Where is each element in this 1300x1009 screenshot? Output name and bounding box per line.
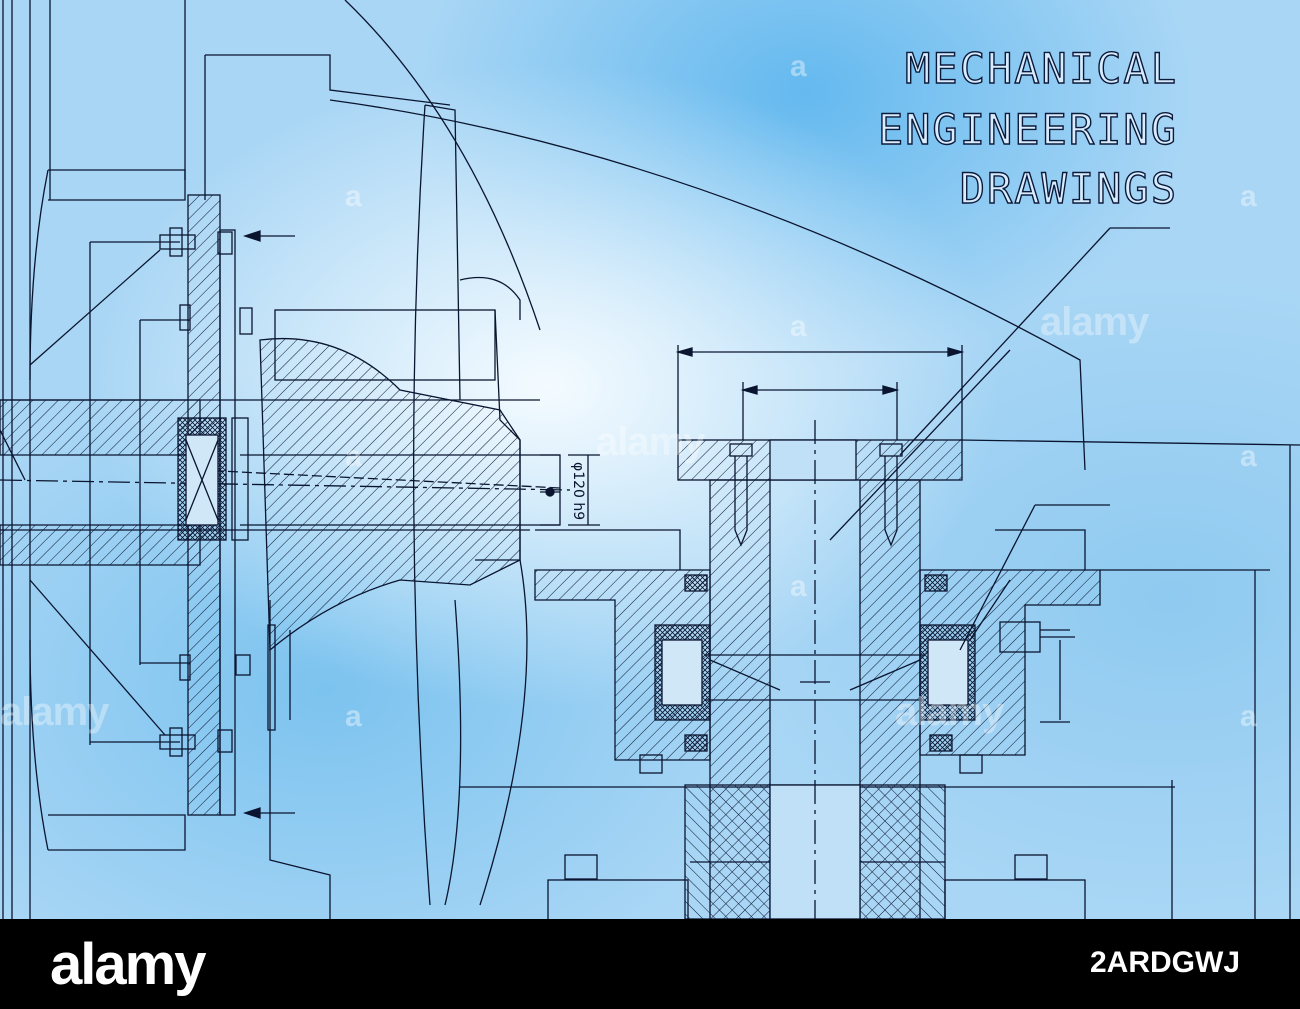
watermark-text: alamy [1040, 300, 1149, 344]
engineering-drawing: φ120 h9 [0, 0, 1300, 919]
right-assembly [460, 227, 1300, 919]
watermark-mark: a [790, 570, 807, 603]
diameter-dimension-label: φ120 h9 [570, 462, 586, 520]
title-line-1: MECHANICAL [904, 43, 1178, 93]
watermark-mark: a [790, 310, 807, 343]
left-assembly [0, 0, 1086, 919]
title-line-3: DRAWINGS [959, 163, 1178, 213]
watermark-mark: a [1240, 440, 1257, 473]
blueprint-canvas: φ120 h9 MECHANICAL ENGINEERING DRAWINGS … [0, 0, 1300, 919]
watermark-text: alamy [0, 690, 109, 734]
watermark-mark: a [790, 50, 807, 83]
watermark-mark: a [345, 180, 362, 213]
watermark-mark: a [1240, 700, 1257, 733]
footer-image-id: 2ARDGWJ [1089, 946, 1240, 979]
footer-bar: alamy 2ARDGWJ [0, 919, 1300, 1009]
watermark-mark: a [345, 440, 362, 473]
watermark-mark: a [1240, 180, 1257, 213]
title-line-2: ENGINEERING [877, 104, 1178, 154]
footer-logo: alamy [50, 932, 206, 997]
watermark-text: alamy [596, 420, 705, 464]
watermark-text: alamy [895, 690, 1004, 734]
watermark-mark: a [345, 700, 362, 733]
